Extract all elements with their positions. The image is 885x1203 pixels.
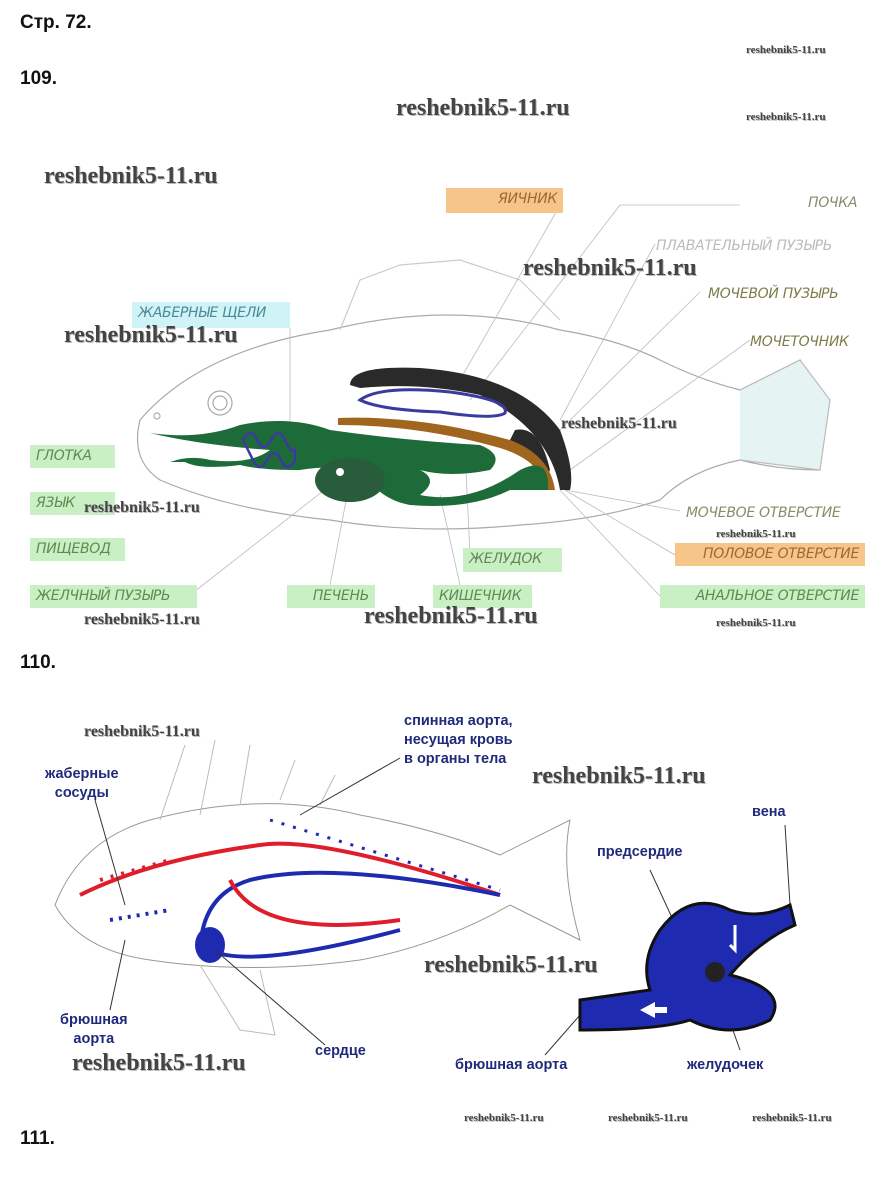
watermark: reshebnik5-11.ru [716,528,796,540]
gills-shape [241,431,297,469]
watermark: reshebnik5-11.ru [84,611,200,628]
label-ventricle: желудочек [687,1057,764,1073]
watermark: reshebnik5-11.ru [64,322,238,348]
task-109-number: 109. [20,68,57,89]
label-urinary-bladder: МОЧЕВОЙ ПУЗЫРЬ [708,286,839,302]
watermark: reshebnik5-11.ru [84,723,200,740]
fish-body-outline [136,314,821,530]
watermark: reshebnik5-11.ru [561,415,677,432]
label-line: аорта [73,1031,115,1047]
label-gill-vessels: жаберные сосуды [45,765,119,803]
tail-fin [739,359,831,471]
label-genital-opening: ПОЛОВОЕ ОТВЕРСТИЕ [675,543,865,566]
page-label: Стр. 72. [20,12,92,33]
label-anal-opening: АНАЛЬНОЕ ОТВЕРСТИЕ [660,585,865,608]
task-111-number: 111. [20,1128,55,1149]
watermark: reshebnik5-11.ru [44,163,218,189]
label-line: сосуды [54,785,109,801]
label-ovary: ЯИЧНИК [446,188,563,213]
label-gill-slits: ЖАБЕРНЫЕ ЩЕЛИ [132,302,290,328]
watermark: reshebnik5-11.ru [746,44,826,56]
ovary-shape [338,417,555,490]
fish2-pelvic-fin [199,964,276,1036]
heart-shape [195,927,225,963]
label-ventral-aorta-heart: брюшная аорта [455,1057,568,1073]
label-liver: ПЕЧЕНЬ [287,585,375,608]
dorsal-aorta-red [79,841,501,897]
ventral-vessel-blue [198,870,501,956]
watermark: reshebnik5-11.ru [84,499,200,516]
heart-detail-shape [578,901,797,1032]
label-heart: сердце [315,1043,366,1059]
label-ventral-aorta: брюшная аорта [60,1011,128,1049]
label-intestine: КИШЕЧНИК [433,585,532,608]
task-110-number: 110. [20,652,56,673]
watermark: reshebnik5-11.ru [752,1112,832,1124]
label-esophagus: ПИЩЕВОД [30,538,125,561]
label-ureter: МОЧЕТОЧНИК [750,334,849,350]
label-line: брюшная [60,1012,128,1028]
watermark: reshebnik5-11.ru [532,763,706,789]
lower-blue [209,928,401,959]
label-line: в органы тела [404,751,507,767]
swim-bladder-shape [357,388,507,418]
label-vein: вена [752,804,786,820]
watermark: reshebnik5-11.ru [396,95,570,121]
watermark: reshebnik5-11.ru [72,1050,246,1076]
watermark: reshebnik5-11.ru [424,952,598,978]
watermark: reshebnik5-11.ru [364,603,538,629]
label-atrium: предсердие [597,844,683,860]
label-tongue: ЯЗЫК [30,492,115,515]
label-kidney: ПОЧКА [808,195,858,211]
dorsal-fin [339,259,561,331]
label-line: несущая кровь [404,732,513,748]
label-line: жаберные [45,766,119,782]
watermark: reshebnik5-11.ru [608,1112,688,1124]
label-stomach: ЖЕЛУДОК [463,548,562,572]
watermark: reshebnik5-11.ru [523,255,697,281]
lower-red [228,879,401,927]
label-swim-bladder: ПЛАВАТЕЛЬНЫЙ ПУЗЫРЬ [656,238,833,254]
liver-shape [315,458,385,502]
kidney-shape [350,367,572,490]
label-urinary-opening: МОЧЕВОЕ ОТВЕРСТИЕ [686,505,841,521]
fish2-dorsal-fin [159,739,336,821]
label-dorsal-aorta: спинная аорта, несущая кровь в органы те… [404,712,513,769]
fish2-body-outline [54,803,581,968]
label-pharynx: ГЛОТКА [30,445,115,468]
watermark: reshebnik5-11.ru [746,111,826,123]
label-line: спинная аорта, [404,713,513,729]
label-gallbladder: ЖЕЛЧНЫЙ ПУЗЫРЬ [30,585,197,608]
watermark: reshebnik5-11.ru [464,1112,544,1124]
watermark: reshebnik5-11.ru [716,617,796,629]
